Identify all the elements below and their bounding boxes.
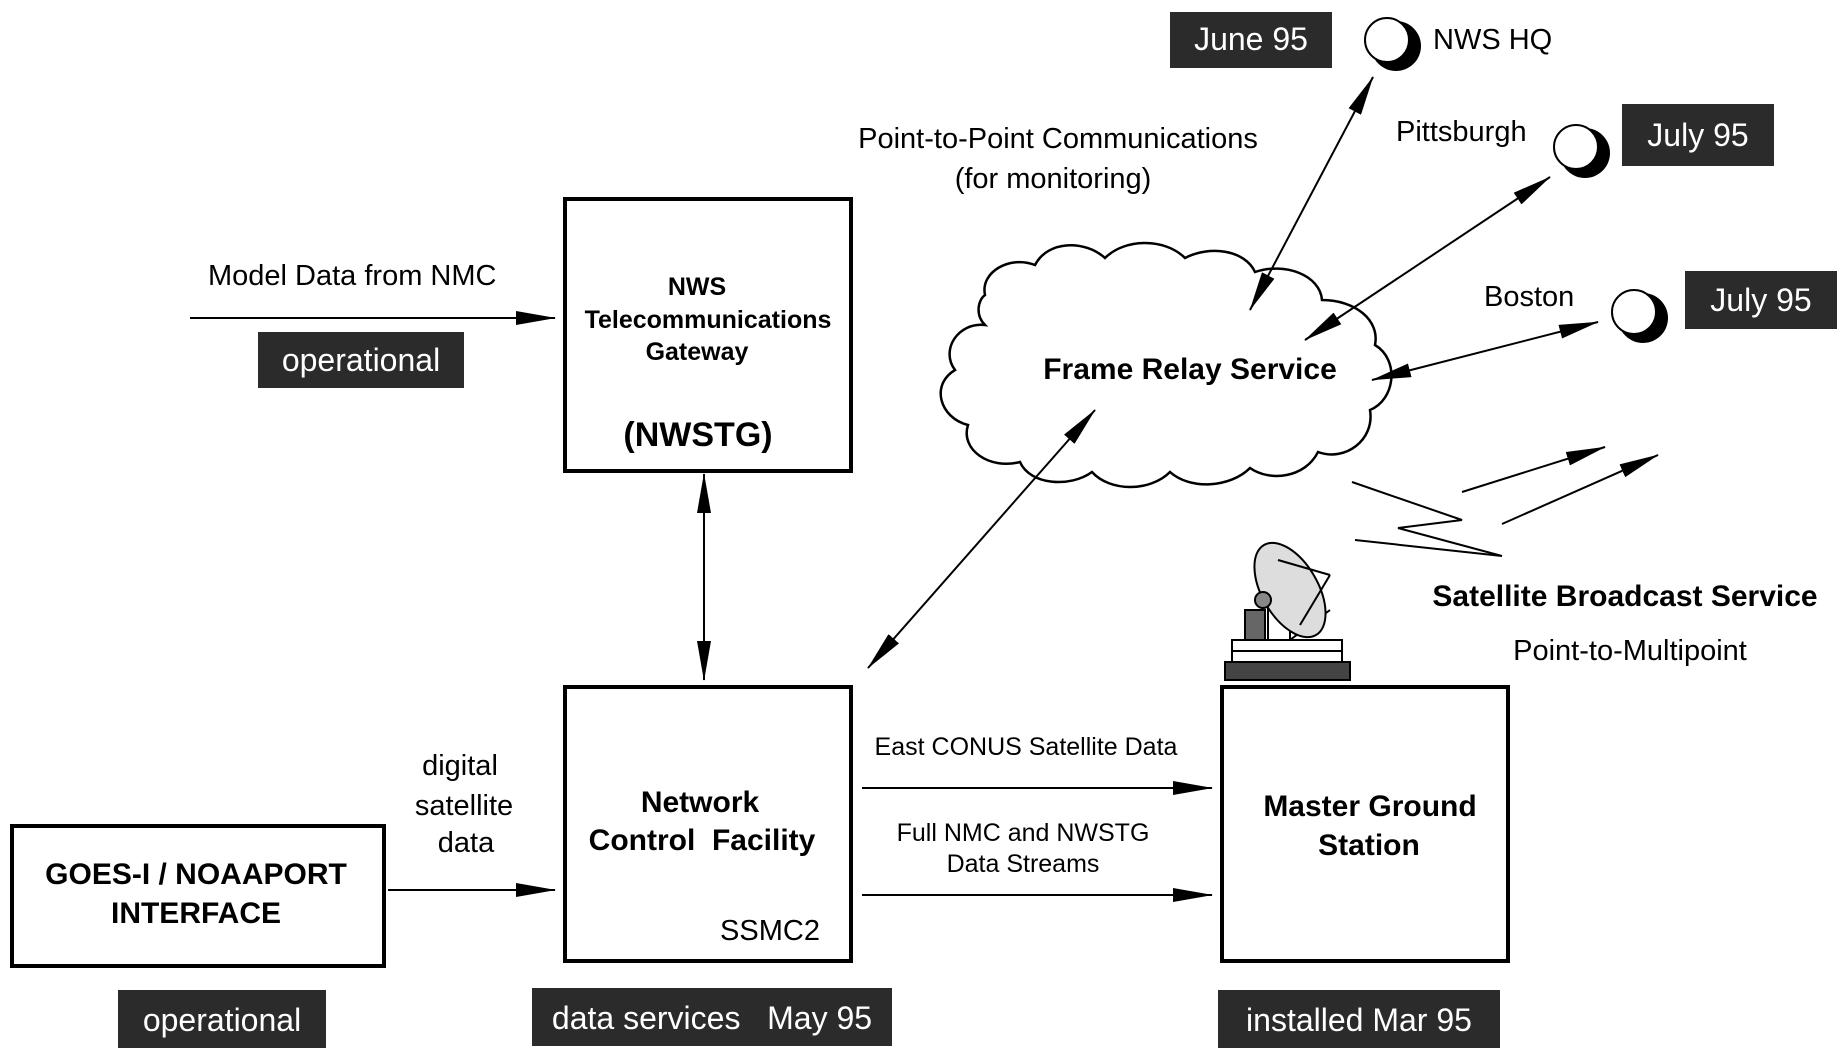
- nwstg-box: [563, 197, 853, 473]
- nws-hq-status-text: June 95: [1194, 21, 1308, 57]
- ncf-code: SSMC2: [720, 915, 820, 947]
- frame-relay-label: Frame Relay Service: [1043, 353, 1337, 386]
- nwstg-line3: Gateway: [646, 338, 749, 366]
- ncf-line1: Network: [641, 786, 760, 819]
- stream-full-line1: Full NMC and NWSTG: [897, 819, 1150, 847]
- goes-line1: GOES-I / NOAAPORT: [45, 858, 347, 891]
- model-data-label: Model Data from NMC: [208, 260, 496, 292]
- digital-data-line1: digital: [422, 750, 498, 782]
- nws-hq-node-icon: [1364, 17, 1421, 71]
- mgs-status-text: installed Mar 95: [1246, 1002, 1472, 1038]
- model-data-status-badge: operational: [258, 332, 464, 388]
- mgs-line2: Station: [1318, 829, 1420, 862]
- boston-status-text: July 95: [1710, 282, 1811, 318]
- satellite-broadcast-subtitle: Point-to-Multipoint: [1513, 635, 1747, 667]
- pittsburgh-status-text: July 95: [1647, 117, 1748, 153]
- goes-line2: INTERFACE: [111, 897, 281, 930]
- satellite-broadcast-title: Satellite Broadcast Service: [1432, 580, 1817, 613]
- pittsburgh-status-badge: July 95: [1622, 104, 1774, 166]
- goes-status-badge: operational: [118, 990, 326, 1048]
- digital-data-line3: data: [438, 827, 495, 859]
- nws-hq-arrow: [1249, 76, 1374, 311]
- ncf-status-text: data services May 95: [552, 1000, 872, 1036]
- mgs-line1: Master Ground: [1263, 790, 1476, 823]
- model-data-status-text: operational: [282, 342, 440, 378]
- broadcast-signal-icon: [1351, 446, 1659, 557]
- mgs-status-badge: installed Mar 95: [1218, 990, 1500, 1048]
- nwstg-line1: NWS: [668, 273, 726, 301]
- ptp-comm-line1: Point-to-Point Communications: [858, 123, 1258, 155]
- stream-full-line2: Data Streams: [947, 850, 1100, 878]
- ncf-box: [563, 685, 853, 963]
- satellite-dish-icon: [1224, 541, 1351, 681]
- boston-status-badge: July 95: [1685, 271, 1837, 329]
- goes-interface-box: [10, 824, 386, 968]
- digital-data-line2: satellite: [415, 790, 513, 822]
- mgs-box: [1220, 685, 1510, 963]
- nwstg-acronym: (NWSTG): [623, 416, 772, 454]
- ncf-status-badge: data services May 95: [532, 988, 892, 1046]
- boston-arrow: [1371, 321, 1599, 381]
- pittsburgh-label: Pittsburgh: [1396, 116, 1527, 148]
- nws-hq-status-badge: June 95: [1170, 12, 1332, 68]
- goes-status-text: operational: [143, 1002, 301, 1038]
- ptp-comm-line2: (for monitoring): [955, 163, 1152, 195]
- pittsburgh-arrow: [1304, 176, 1551, 341]
- pittsburgh-node-icon: [1553, 124, 1610, 178]
- boston-node-icon: [1611, 289, 1668, 343]
- nwstg-line2: Telecommunications: [585, 306, 832, 334]
- boston-label: Boston: [1484, 281, 1574, 313]
- nws-hq-label: NWS HQ: [1433, 24, 1552, 56]
- stream-east-label: East CONUS Satellite Data: [875, 733, 1178, 761]
- ncf-line2: Control Facility: [589, 824, 816, 857]
- frame-relay-ncf-arrow: [867, 409, 1096, 669]
